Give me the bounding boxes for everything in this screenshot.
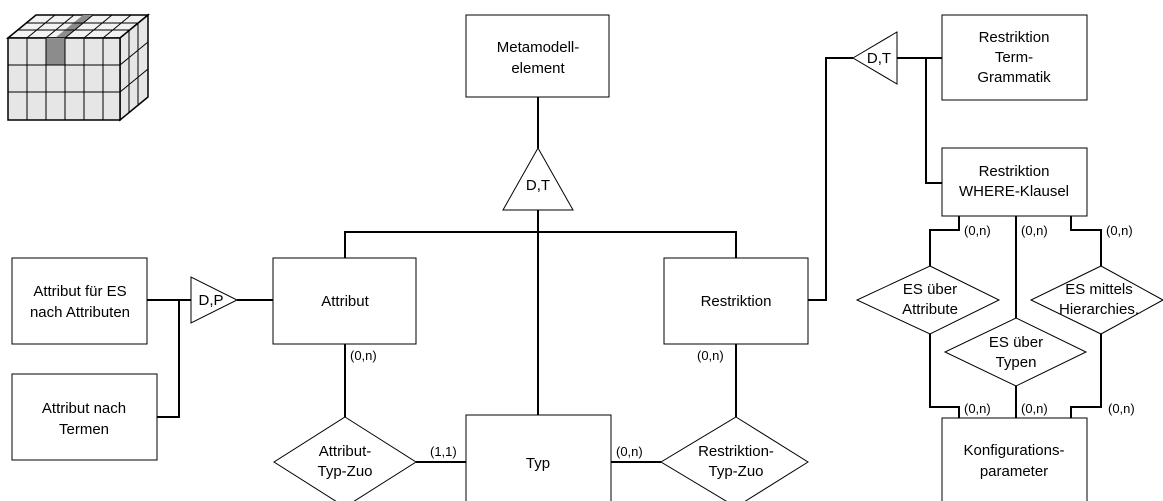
cardinality-konfig-2: (0,n) xyxy=(1021,401,1048,416)
entity-restriktion-term-line1: Restriktion xyxy=(979,29,1050,46)
cardinality-konfig-3: (0,n) xyxy=(1108,401,1135,416)
entity-attribut-nach-termen: Attribut nach Termen xyxy=(11,373,158,461)
generalization-meta-label: D,T xyxy=(526,177,550,194)
cardinality-where-2: (0,n) xyxy=(1021,223,1048,238)
relationship-attribut-typ-line1: Attribut- xyxy=(319,443,372,460)
cardinality-typ-right: (0,n) xyxy=(616,444,643,459)
entity-konfigurationsparameter-line2: parameter xyxy=(980,463,1048,480)
cardinality-restriktion: (0,n) xyxy=(697,348,724,363)
relationship-es-mittels-hierarchies: ES mittels Hierarchies. xyxy=(1029,265,1163,335)
entity-restriktion-term-line2: Term- xyxy=(995,49,1033,66)
generalization-meta: D,T xyxy=(502,146,574,211)
relationship-es-attribute-line1: ES über xyxy=(903,281,957,298)
entity-typ: Typ xyxy=(465,414,612,501)
entity-attribut-label: Attribut xyxy=(321,293,369,310)
relationship-es-attribute-line2: Attribute xyxy=(902,301,958,318)
generalization-attribut-label: D,P xyxy=(198,292,223,309)
entity-restriktion-where-klausel: Restriktion WHERE-Klausel xyxy=(941,147,1088,217)
relationship-es-hierarchies-line1: ES mittels xyxy=(1065,281,1133,298)
generalization-restriktion: D,T xyxy=(852,31,898,85)
relationship-es-ueber-attribute: ES über Attribute xyxy=(855,265,1001,335)
cardinality-labels: (0,n) (0,n) (1,1) (0,n) (0,n) (0,n) (0,n… xyxy=(350,223,1135,459)
entity-restriktion-where-line1: Restriktion xyxy=(979,163,1050,180)
entity-attribut-nach-termen-line1: Attribut nach xyxy=(42,400,126,417)
entity-attribut-nach-termen-line2: Termen xyxy=(59,421,109,438)
generalization-attribut: D,P xyxy=(190,276,239,324)
relationship-attribut-typ-line2: Typ-Zuo xyxy=(317,463,372,480)
entity-restriktion-label: Restriktion xyxy=(701,293,772,310)
entity-konfigurationsparameter-line1: Konfigurations- xyxy=(964,442,1065,459)
entity-konfigurationsparameter: Konfigurations- parameter xyxy=(941,417,1088,501)
cardinality-where-1: (0,n) xyxy=(964,223,991,238)
generalization-restriktion-label: D,T xyxy=(867,50,891,67)
entity-attribut-fuer-es-line2: nach Attributen xyxy=(30,304,130,321)
cardinality-attribut: (0,n) xyxy=(350,348,377,363)
connector-lines xyxy=(147,57,1102,463)
entity-metamodellelement-line1: Metamodell- xyxy=(497,39,580,56)
entity-restriktion-where-line2: WHERE-Klausel xyxy=(959,183,1069,200)
relationship-attribut-typ-zuo: Attribut- Typ-Zuo xyxy=(273,416,417,501)
cardinality-where-3: (0,n) xyxy=(1106,223,1133,238)
relationship-restriktion-typ-line2: Typ-Zuo xyxy=(708,463,763,480)
relationship-es-ueber-typen: ES über Typen xyxy=(943,317,1088,387)
relationship-restriktion-typ-line1: Restriktion- xyxy=(698,443,774,460)
entity-typ-label: Typ xyxy=(526,455,550,472)
cube-icon xyxy=(5,13,151,122)
entity-restriktion-term-line3: Grammatik xyxy=(977,69,1051,86)
entity-metamodellelement-line2: element xyxy=(511,60,565,77)
entity-attribut-fuer-es-line1: Attribut für ES xyxy=(33,283,126,300)
entity-restriktion: Restriktion xyxy=(663,257,809,345)
entity-attribut-fuer-es: Attribut für ES nach Attributen xyxy=(11,257,148,345)
relationship-restriktion-typ-zuo: Restriktion- Typ-Zuo xyxy=(660,416,809,501)
entity-restriktion-term-grammatik: Restriktion Term- Grammatik xyxy=(941,14,1088,101)
entity-metamodellelement: Metamodell- element xyxy=(465,14,610,98)
entity-attribut: Attribut xyxy=(272,257,417,345)
cardinality-typ-left: (1,1) xyxy=(430,444,457,459)
relationship-es-hierarchies-line2: Hierarchies. xyxy=(1059,301,1139,318)
cardinality-konfig-1: (0,n) xyxy=(964,401,991,416)
relationship-es-typen-line2: Typen xyxy=(996,354,1037,371)
relationship-es-typen-line1: ES über xyxy=(989,334,1043,351)
